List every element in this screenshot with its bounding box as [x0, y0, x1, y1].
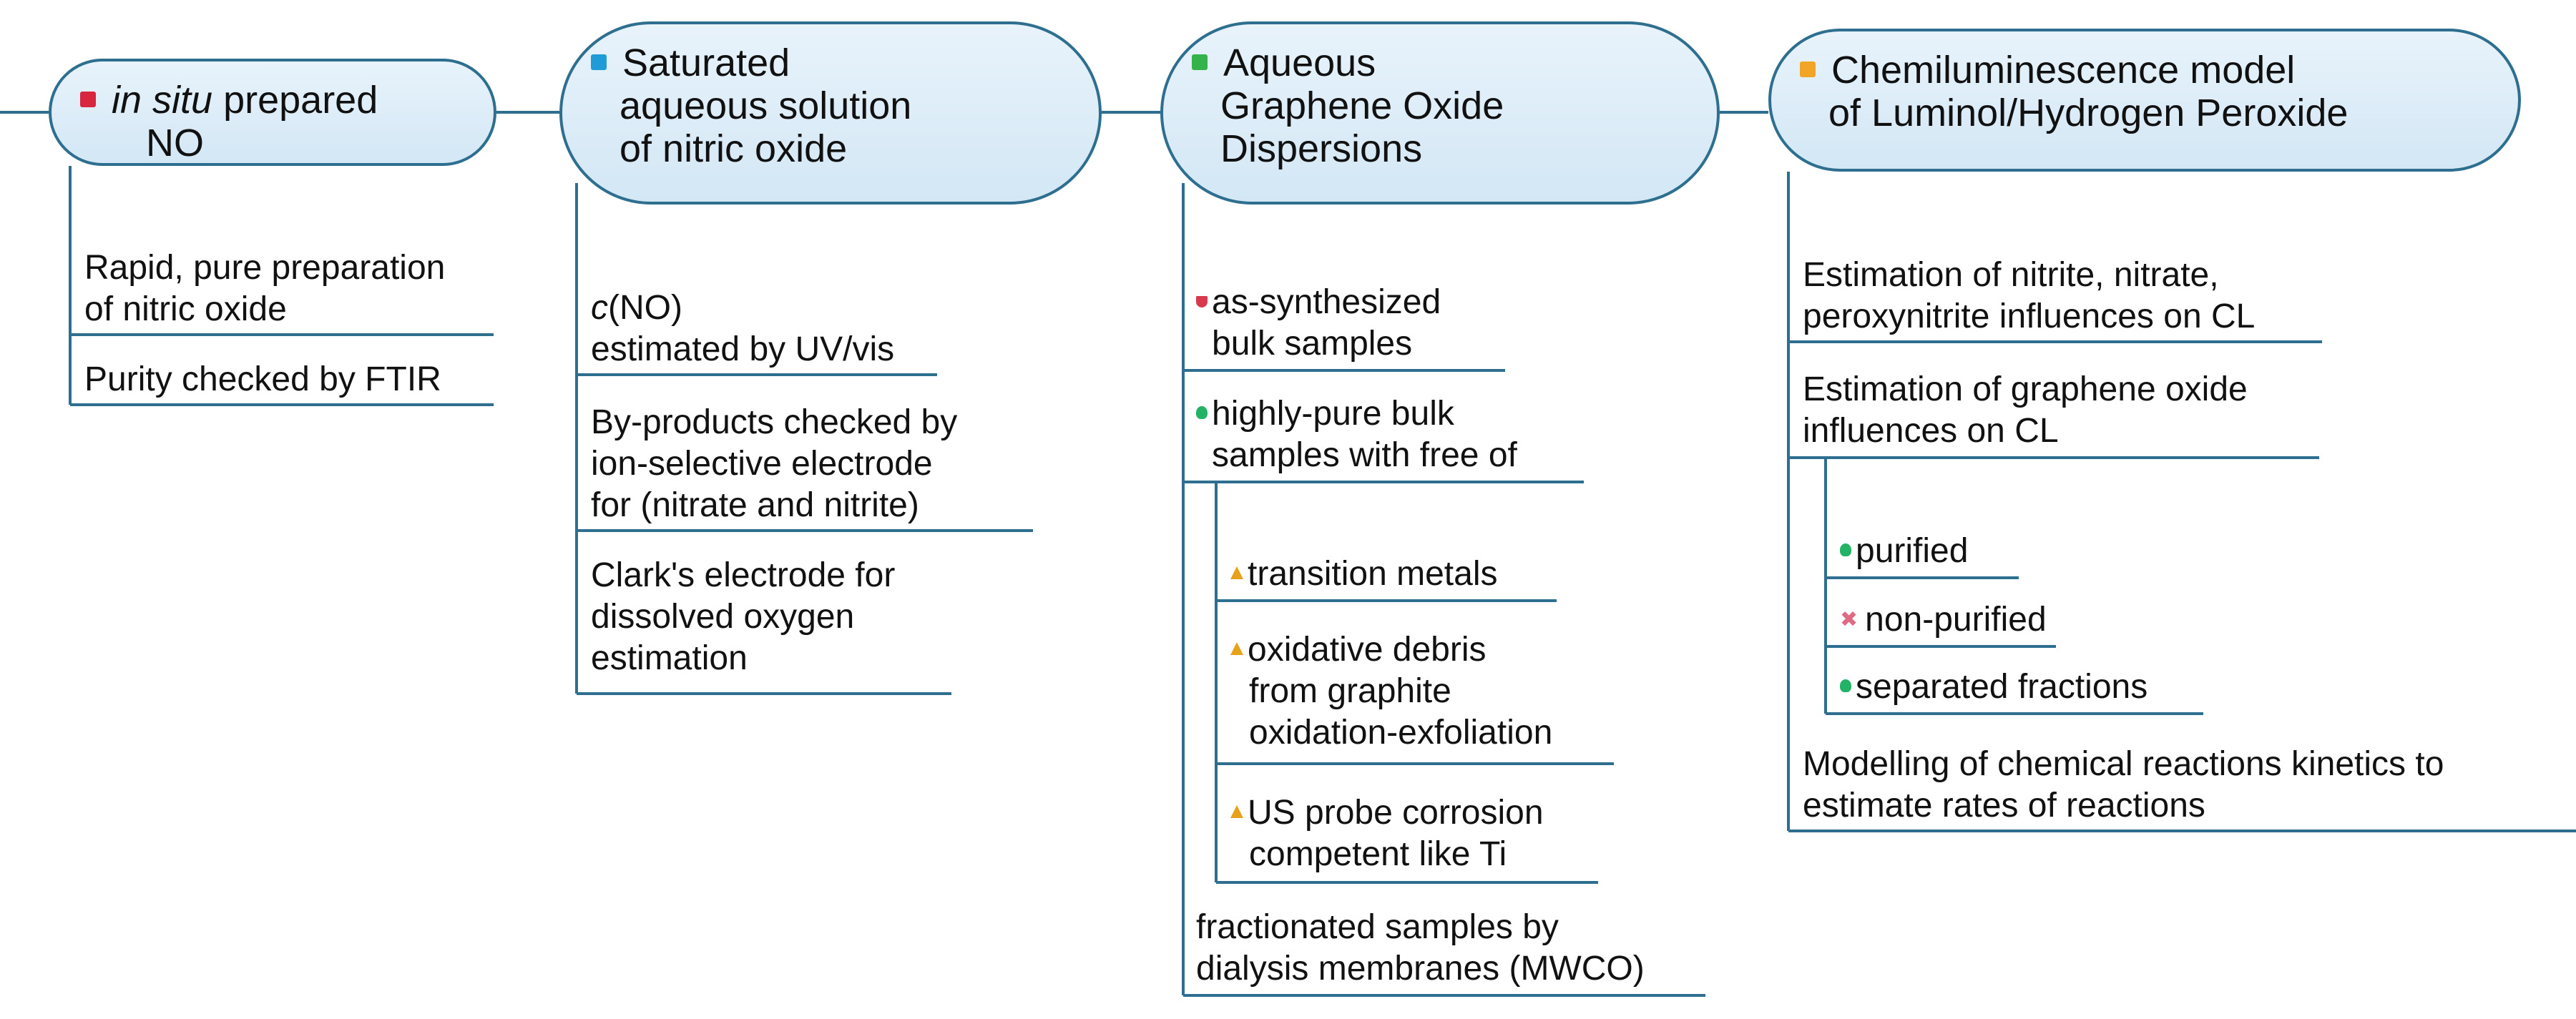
- topic-1-title-rest: prepared: [212, 79, 378, 122]
- priority-4-badge-icon: [1800, 61, 1816, 77]
- warning-triangle-icon: [1230, 642, 1243, 655]
- flag-red-icon: [1196, 296, 1208, 307]
- topic-2-item-3[interactable]: Clark's electrode for dissolved oxygen e…: [591, 556, 896, 677]
- topic-3-subitem-2[interactable]: oxidative debris from graphite oxidation…: [1230, 629, 1552, 754]
- topic-3-subitem-3[interactable]: US probe corrosion competent like Ti: [1230, 792, 1544, 875]
- topic-3-item-2[interactable]: highly-pure bulk samples with free of: [1196, 393, 1517, 476]
- topic-2-item-1[interactable]: c(NO) estimated by UV/vis: [591, 289, 895, 368]
- topic-1-item-2[interactable]: Purity checked by FTIR: [84, 360, 441, 398]
- green-drop-icon: [1840, 543, 1851, 556]
- topic-4-item-2[interactable]: Estimation of graphene oxide influences …: [1803, 370, 2248, 450]
- green-drop-icon: [1840, 679, 1851, 692]
- topic-3-item-1[interactable]: as-synthesized bulk samples: [1196, 282, 1441, 365]
- topic-4-item-1[interactable]: Estimation of nitrite, nitrate, peroxyni…: [1803, 256, 2256, 335]
- pink-cross-icon: ✖: [1840, 608, 1858, 631]
- topic-2-item-2[interactable]: By-products checked by ion-selective ele…: [591, 403, 958, 524]
- warning-triangle-icon: [1230, 566, 1243, 579]
- topic-1-item-1[interactable]: Rapid, pure preparation of nitric oxide: [84, 249, 446, 328]
- topic-4-node[interactable]: Chemiluminescence model of Luminol/Hydro…: [1768, 29, 2521, 172]
- priority-2-badge-icon: [591, 54, 607, 70]
- warning-triangle-icon: [1230, 805, 1243, 818]
- topic-4-subitem-2[interactable]: ✖non-purified: [1840, 601, 2047, 639]
- topic-4-subitem-1[interactable]: purified: [1840, 531, 1968, 572]
- topic-1-node[interactable]: in situ prepared NO: [49, 59, 496, 166]
- topic-2-node[interactable]: Saturated aqueous solution of nitric oxi…: [559, 21, 1102, 205]
- topic-3-item-3[interactable]: fractionated samples by dialysis membran…: [1196, 908, 1645, 988]
- topic-3-node[interactable]: Aqueous Graphene Oxide Dispersions: [1160, 21, 1720, 205]
- topic-1-title-line-2: NO: [146, 122, 204, 164]
- priority-1-badge-icon: [80, 92, 96, 107]
- topic-3-subitem-1[interactable]: transition metals: [1230, 553, 1497, 595]
- priority-3-badge-icon: [1192, 54, 1208, 70]
- topic-1-title-italic: in situ: [112, 79, 213, 122]
- topic-4-subitem-3[interactable]: separated fractions: [1840, 666, 2148, 708]
- green-drop-icon: [1196, 406, 1208, 419]
- topic-4-item-3[interactable]: Modelling of chemical reactions kinetics…: [1803, 745, 2444, 824]
